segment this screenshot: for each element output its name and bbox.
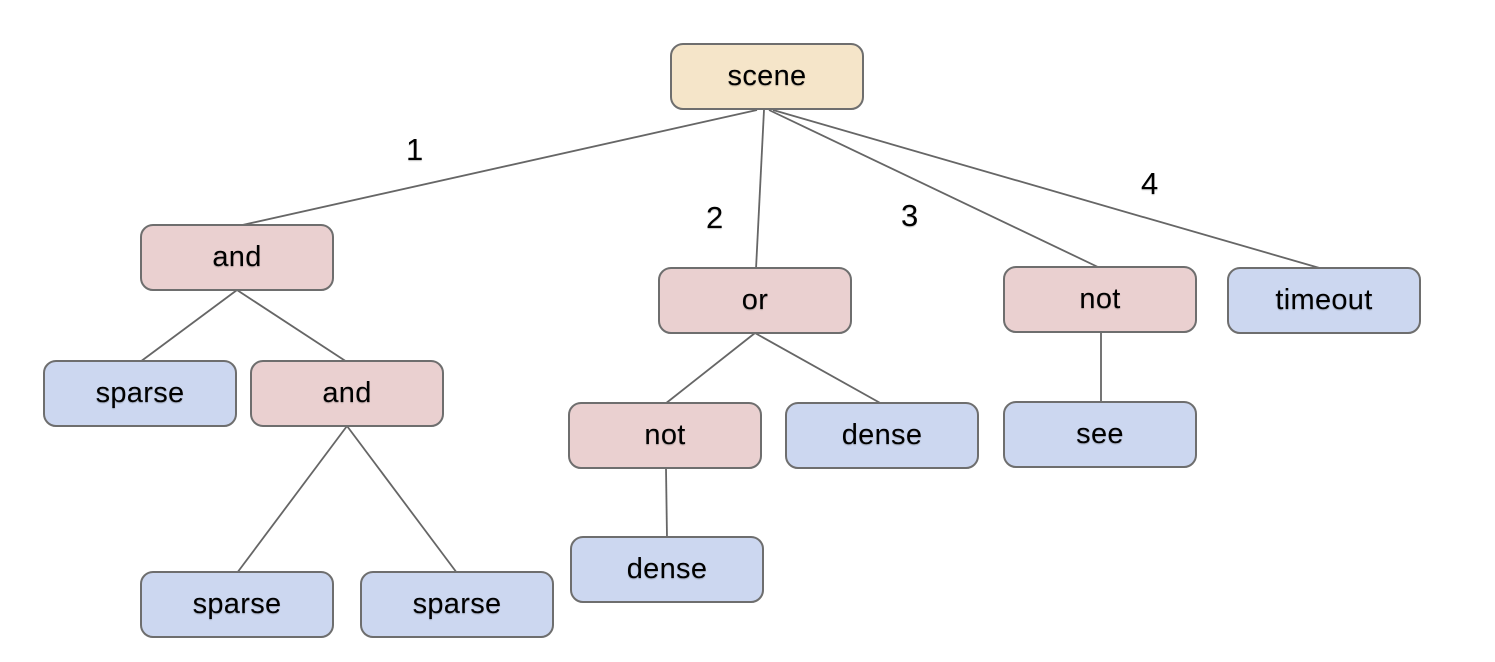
edge-and2-sparse2	[236, 425, 348, 574]
node-scene-label: scene	[727, 60, 807, 92]
edge-label-4: 4	[1141, 166, 1159, 201]
node-timeout-1-label: timeout	[1275, 284, 1373, 316]
node-sparse-1-label: sparse	[95, 377, 185, 409]
node-dense-2: dense	[570, 536, 764, 603]
node-not-2: not	[568, 402, 762, 469]
node-dense-1-label: dense	[841, 419, 923, 451]
edge-or1-dense1	[754, 332, 883, 405]
node-sparse-3-label: sparse	[412, 588, 502, 620]
node-not-2-label: not	[644, 419, 686, 451]
node-sparse-1: sparse	[43, 360, 237, 427]
node-and-1: and	[140, 224, 334, 291]
edge-not2-dense2	[665, 467, 668, 539]
edge-and1-and2	[236, 289, 348, 363]
node-see-1-label: see	[1076, 418, 1124, 450]
edge-label-3: 3	[901, 198, 919, 233]
edge-scene-and1	[237, 109, 758, 227]
node-not-1: not	[1003, 266, 1197, 333]
node-sparse-2-label: sparse	[192, 588, 282, 620]
edge-and1-sparse1	[139, 289, 238, 363]
edge-label-1: 1	[406, 132, 424, 167]
node-dense-1: dense	[785, 402, 979, 469]
node-see-1: see	[1003, 401, 1197, 468]
edge-or1-not2	[664, 332, 756, 405]
node-sparse-3: sparse	[360, 571, 554, 638]
node-and-1-label: and	[212, 241, 262, 273]
node-timeout-1: timeout	[1227, 267, 1421, 334]
edge-and2-sparse3	[346, 425, 458, 574]
node-scene: scene	[670, 43, 864, 110]
node-not-1-label: not	[1079, 283, 1121, 315]
edge-scene-not1	[768, 109, 1101, 269]
node-dense-2-label: dense	[626, 553, 708, 585]
node-and-2-label: and	[322, 377, 372, 409]
node-or-1-label: or	[741, 284, 769, 316]
node-and-2: and	[250, 360, 444, 427]
edge-scene-timeout1	[772, 109, 1324, 270]
node-or-1: or	[658, 267, 852, 334]
node-sparse-2: sparse	[140, 571, 334, 638]
edge-scene-or1	[755, 109, 765, 270]
edge-label-2: 2	[706, 200, 724, 235]
